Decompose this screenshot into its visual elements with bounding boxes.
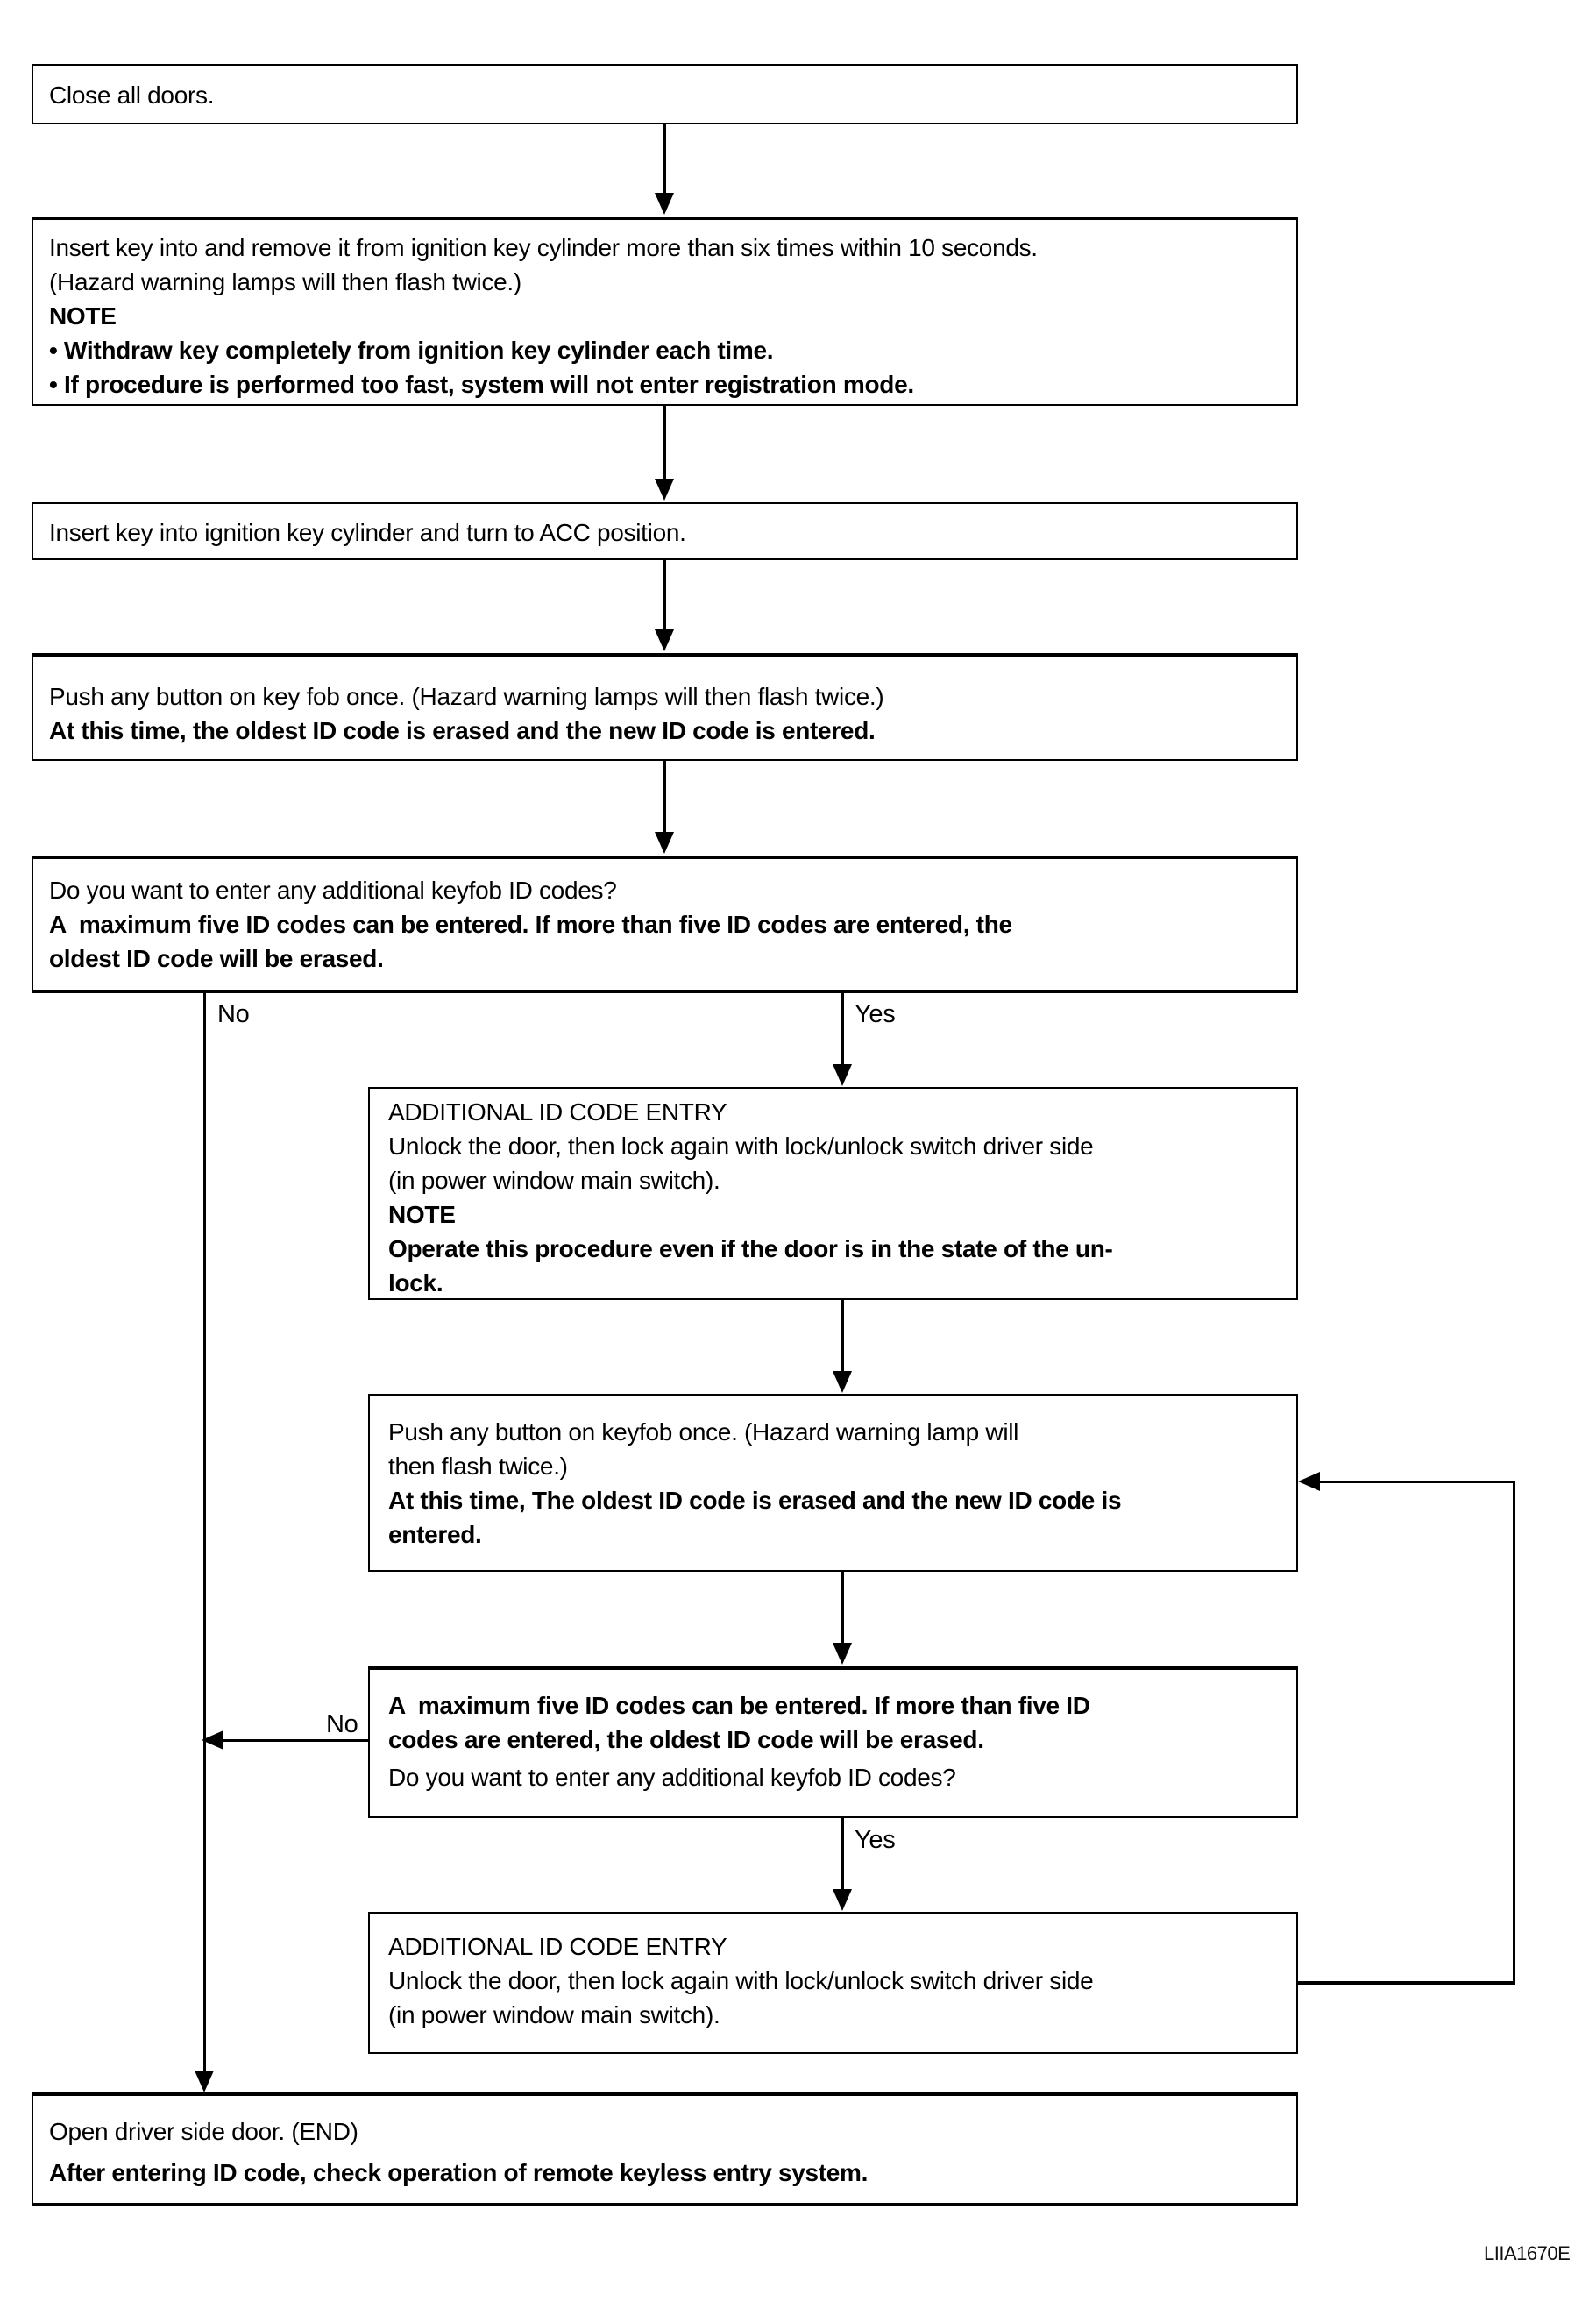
decision-question: Do you want to enter any additional keyf…	[388, 1764, 956, 1791]
feedback-line-bottom	[1296, 1981, 1515, 1985]
branch-label-yes: Yes	[855, 1826, 896, 1854]
feedback-line-vertical	[1513, 1481, 1515, 1983]
branch-label-no: No	[326, 1710, 358, 1738]
step-text: Insert key into and remove it from ignit…	[49, 234, 1038, 261]
decision-note: A maximum five ID codes can be entered. …	[388, 1692, 1090, 1719]
decision-box-additional-codes: Do you want to enter any additional keyf…	[32, 856, 1298, 993]
decision-note: A maximum five ID codes can be entered. …	[49, 911, 1012, 938]
no-branch-line	[221, 1739, 368, 1742]
step-text-bold: entered.	[388, 1521, 482, 1548]
arrow-left-icon	[202, 1730, 223, 1750]
connector-line	[663, 124, 666, 193]
step-box-additional-entry-2: ADDITIONAL ID CODE ENTRY Unlock the door…	[368, 1912, 1298, 2054]
connector-line	[841, 1571, 844, 1643]
step-text: then flash twice.)	[388, 1453, 568, 1480]
arrow-down-icon	[655, 832, 674, 854]
arrow-down-icon	[655, 193, 674, 215]
step-box-push-keyfob: Push any button on key fob once. (Hazard…	[32, 653, 1298, 761]
step-box-close-doors: Close all doors.	[32, 64, 1298, 124]
note-bullet: • If procedure is performed too fast, sy…	[49, 371, 914, 398]
step-box-insert-remove-key: Insert key into and remove it from ignit…	[32, 217, 1298, 406]
note-heading: NOTE	[388, 1201, 456, 1228]
note-text: Operate this procedure even if the door …	[388, 1235, 1113, 1262]
figure-code: LIIA1670E	[1484, 2242, 1571, 2264]
step-box-push-keyfob-2: Push any button on keyfob once. (Hazard …	[368, 1394, 1298, 1572]
decision-box-max-five-codes: A maximum five ID codes can be entered. …	[368, 1666, 1298, 1818]
connector-line	[841, 1817, 844, 1889]
arrow-down-icon	[655, 479, 674, 501]
step-title: ADDITIONAL ID CODE ENTRY	[388, 1933, 727, 1960]
decision-note: codes are entered, the oldest ID code wi…	[388, 1726, 984, 1753]
decision-note: oldest ID code will be erased.	[49, 945, 384, 972]
arrow-down-icon	[833, 1064, 852, 1086]
connector-line	[663, 760, 666, 832]
arrow-left-icon	[1298, 1472, 1320, 1491]
arrow-down-icon	[833, 1643, 852, 1665]
note-bullet: • Withdraw key completely from ignition …	[49, 337, 774, 364]
step-box-open-door-end: Open driver side door. (END) After enter…	[32, 2092, 1298, 2206]
branch-label-no: No	[217, 1000, 250, 1028]
step-text: Insert key into ignition key cylinder an…	[49, 519, 686, 546]
step-text: (Hazard warning lamps will then flash tw…	[49, 268, 521, 295]
note-text: lock.	[388, 1269, 443, 1296]
arrow-down-icon	[655, 629, 674, 651]
decision-question: Do you want to enter any additional keyf…	[49, 877, 617, 904]
step-title: ADDITIONAL ID CODE ENTRY	[388, 1098, 727, 1126]
note-heading: NOTE	[49, 302, 117, 330]
step-text: Close all doors.	[49, 82, 215, 109]
step-box-acc-position: Insert key into ignition key cylinder an…	[32, 502, 1298, 560]
step-text: Open driver side door. (END)	[49, 2118, 358, 2145]
connector-line	[663, 560, 666, 629]
step-text: (in power window main switch).	[388, 2001, 720, 2028]
arrow-down-icon	[195, 2071, 214, 2092]
step-text: Unlock the door, then lock again with lo…	[388, 1967, 1094, 1994]
step-text: (in power window main switch).	[388, 1167, 720, 1194]
connector-line	[841, 992, 844, 1064]
step-text-bold: After entering ID code, check operation …	[49, 2159, 869, 2186]
arrow-down-icon	[833, 1371, 852, 1393]
arrow-down-icon	[833, 1889, 852, 1911]
connector-line	[663, 406, 666, 479]
step-text: Push any button on key fob once. (Hazard…	[49, 683, 884, 710]
step-box-additional-entry-1: ADDITIONAL ID CODE ENTRY Unlock the door…	[368, 1087, 1298, 1300]
step-text-bold: At this time, The oldest ID code is eras…	[388, 1487, 1122, 1514]
step-text: Unlock the door, then lock again with lo…	[388, 1133, 1094, 1160]
step-text: Push any button on keyfob once. (Hazard …	[388, 1418, 1019, 1446]
connector-line	[841, 1300, 844, 1371]
step-text-bold: At this time, the oldest ID code is eras…	[49, 717, 876, 744]
no-branch-line	[203, 992, 206, 2071]
feedback-line-top	[1319, 1481, 1515, 1483]
branch-label-yes: Yes	[855, 1000, 896, 1028]
